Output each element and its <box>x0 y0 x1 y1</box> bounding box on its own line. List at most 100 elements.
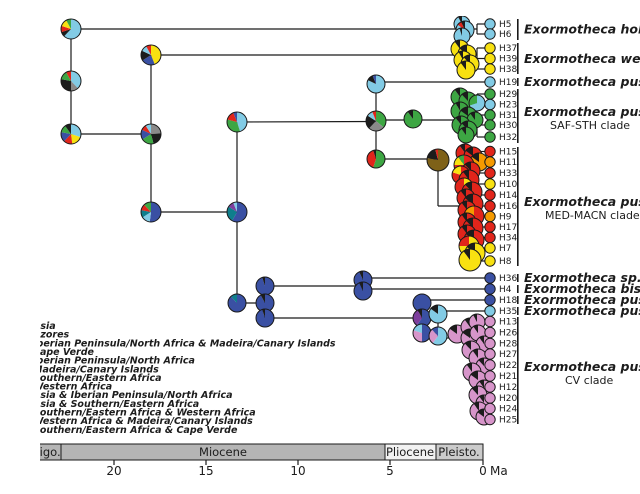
region-legend: AsiaAzoresIberian Peninsula/North Africa… <box>40 321 336 436</box>
node-pie <box>365 110 387 132</box>
leaf-label: H33 <box>499 169 517 179</box>
leaf-circle <box>484 18 496 30</box>
species-name: Exormotheca holstii <box>524 22 640 37</box>
clade-species-label: Exormotheca pustulosa (Oman) <box>524 292 640 307</box>
species-name: Exormotheca pustulosa <box>524 359 640 374</box>
clade-species-label: Exormotheca sp. nov. <box>524 270 640 285</box>
leaf-label: H36 <box>499 274 517 284</box>
node-pie <box>140 44 162 66</box>
leaf-circle <box>484 381 496 393</box>
epoch-label: Pliocene <box>386 445 434 459</box>
node-pie <box>60 70 82 92</box>
leaf-label: H13 <box>499 318 517 328</box>
leaf-circle <box>484 294 496 306</box>
node-pie <box>255 308 275 328</box>
leaf-circle <box>484 178 496 190</box>
node-pie <box>457 126 475 144</box>
legend-region-label: Southern/Eastern Africa <box>40 373 162 384</box>
species-name: Exormotheca bischlerae <box>524 281 640 296</box>
clade-bracket-bar <box>517 296 519 304</box>
leaf-label: H16 <box>499 202 517 212</box>
node-pie <box>60 18 82 40</box>
node-pie <box>353 281 373 301</box>
leaf-label: H23 <box>499 101 517 111</box>
node-pie <box>227 293 247 313</box>
leaf-circle <box>484 52 496 65</box>
leaf-circle <box>484 242 496 254</box>
legend-region-label: Iberian Peninsula/North Africa <box>40 356 195 367</box>
leaf-label: H21 <box>499 372 517 382</box>
leaf-label: H25 <box>499 416 517 426</box>
species-name: Exormotheca sp. nov. <box>524 270 640 285</box>
phylo-tree-canvas: H5H6H37H39H38H19H29H23H31H30H32H15H11H33… <box>40 16 640 478</box>
node-pie <box>366 74 386 94</box>
leaf-label: H38 <box>499 65 517 75</box>
clade-bracket-bar <box>517 43 519 74</box>
node-pie <box>428 304 448 324</box>
legend-region-label: Western Africa & Madeira/Canary Islands <box>40 416 253 427</box>
leaf-circle <box>484 315 496 328</box>
leaf-circle <box>484 413 496 426</box>
leaf-circle <box>484 359 496 371</box>
epoch-label: Pleisto. <box>438 445 479 459</box>
clade-bracket-bar <box>517 274 519 282</box>
node-pie <box>456 60 476 80</box>
clade-bracket-bar <box>517 307 519 315</box>
node-pie <box>226 201 248 223</box>
leaf-circle <box>484 231 496 244</box>
legend-region-label: Southern/Eastern Africa & Western Africa <box>40 408 256 419</box>
clade-species-label: Exormotheca pustulosa (La Réunion) <box>524 74 640 89</box>
ancestral-state-pies <box>60 16 493 426</box>
legend-region-label: Iberian Peninsula/North Africa & Madeira… <box>40 338 336 349</box>
leaf-circle <box>484 189 496 201</box>
leaf-label: H20 <box>499 394 517 404</box>
node-pie <box>226 111 248 133</box>
leaf-circle <box>484 221 496 233</box>
leaf-circle <box>484 119 496 131</box>
clade-bracket-bar <box>517 78 519 86</box>
epoch-label: Oligo. <box>40 445 61 459</box>
leaf-label: H5 <box>499 20 512 30</box>
leaf-label: H29 <box>499 90 517 100</box>
clade-sub-label: MED-MACN clade <box>545 209 640 222</box>
leaf-label: H26 <box>499 329 517 339</box>
leaf-circle <box>484 210 496 223</box>
leaf-circle <box>484 145 496 158</box>
leaf-circle <box>484 98 496 111</box>
legend-region-label: Azores <box>40 330 70 341</box>
clade-sub-label: CV clade <box>565 374 614 387</box>
leaf-circle <box>484 370 496 382</box>
clade-species-label: Exormotheca pustulosa (Tanzania) <box>524 303 640 318</box>
leaf-circle <box>484 63 496 75</box>
leaf-label: H27 <box>499 350 517 360</box>
leaf-label: H22 <box>499 361 517 371</box>
leaf-label: H14 <box>499 191 517 201</box>
species-name: Exormotheca pustulosa <box>524 74 640 89</box>
branch-line <box>236 120 377 123</box>
clade-species-label: Exormotheca bischlerae <box>524 281 640 296</box>
leaf-circle <box>484 109 496 121</box>
leaf-label: H6 <box>499 30 512 40</box>
leaf-circle <box>484 348 496 360</box>
species-name: Exormotheca pustulosa <box>524 194 640 209</box>
leaf-label: H37 <box>499 44 517 54</box>
leaf-circle <box>484 167 496 179</box>
leaf-label: H30 <box>499 121 517 131</box>
axis-tick-label: 15 <box>198 464 213 478</box>
axis-tick-label: 10 <box>290 464 305 478</box>
axis-tick-label: 5 <box>386 464 394 478</box>
clade-bracket-bar <box>517 19 519 40</box>
leaf-label: H9 <box>499 213 512 223</box>
node-pie <box>403 109 423 129</box>
leaf-circle <box>484 337 496 350</box>
leaf-circle <box>484 402 496 415</box>
species-name: Exormotheca pustulosa <box>524 303 640 318</box>
leaf-circle <box>484 42 496 54</box>
legend-region-label: Southern/Eastern Africa & Cape Verde <box>40 425 238 436</box>
clade-bracket-bar <box>517 147 519 266</box>
epoch-segment <box>435 443 484 461</box>
axis-unit-label: Ma <box>490 464 508 478</box>
leaf-circle <box>484 392 496 404</box>
legend-region-label: Cape Verde <box>40 347 95 358</box>
epoch-label: Miocene <box>199 445 247 459</box>
